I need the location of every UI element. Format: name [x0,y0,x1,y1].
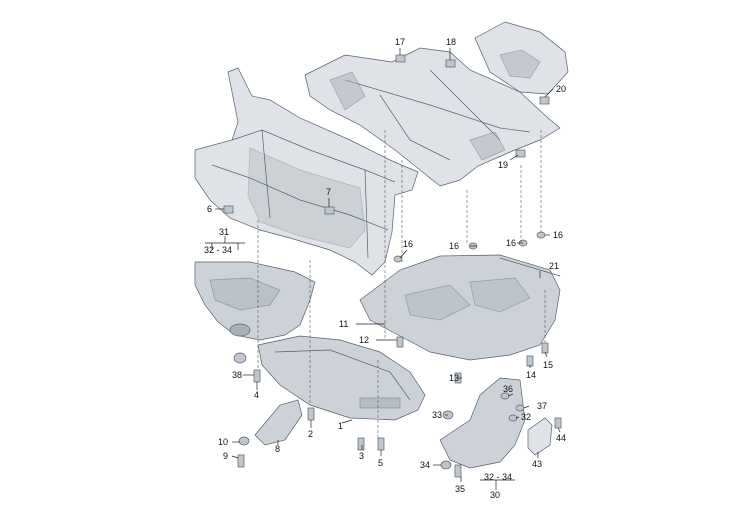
air-deflector-8 [254,399,303,446]
callout-16-d: 16 [553,230,563,240]
callout-30: 30 [490,490,500,500]
callout-3: 3 [359,451,364,461]
wheel-arch-liner-right [439,377,526,469]
callout-44: 44 [556,433,566,443]
clip-18 [445,59,456,68]
front-underbody-shield [257,335,426,421]
callout-6: 6 [207,204,212,214]
callout-1: 1 [338,421,343,431]
callout-32-34-left: 32 - 34 [204,245,232,255]
callout-4: 4 [254,390,259,400]
callout-labels: 17 18 20 19 6 7 31 32 - 34 16 16 16 16 2… [204,37,566,500]
subframe [304,47,561,187]
callout-15: 15 [543,360,553,370]
wheel-arch-liner-left [194,261,316,341]
front-support-frame [194,67,419,276]
callout-16-c: 16 [506,238,516,248]
callout-37: 37 [537,401,547,411]
callout-36: 36 [503,384,513,394]
clip-7 [324,206,335,215]
callout-21: 21 [549,261,559,271]
callout-13: 13 [449,373,459,383]
callout-16-b: 16 [449,241,459,251]
clip-20 [539,96,550,105]
clip-6 [223,205,234,214]
callout-8: 8 [275,444,280,454]
clip-19 [515,149,526,158]
callout-9: 9 [223,451,228,461]
rear-bracket [474,21,569,95]
callout-14: 14 [526,370,536,380]
fasteners [233,231,562,478]
callout-32: 32 [521,412,531,422]
callout-43: 43 [532,459,542,469]
callout-20: 20 [556,84,566,94]
callout-38: 38 [232,370,242,380]
clip-17 [395,54,406,63]
callout-10: 10 [218,437,228,447]
callout-35: 35 [455,484,465,494]
callout-18: 18 [446,37,456,47]
callout-34: 34 [420,460,430,470]
rear-underbody-panel [359,254,561,361]
callout-2: 2 [308,429,313,439]
callout-31: 31 [219,227,229,237]
callout-19: 19 [498,160,508,170]
callout-7: 7 [326,187,331,197]
alignment-lines [257,130,546,438]
callout-11: 11 [339,319,348,329]
callout-16-a: 16 [403,239,413,249]
bracket-43 [527,417,553,456]
callout-33: 33 [432,410,442,420]
leader-lines [205,48,561,490]
callout-5: 5 [378,458,383,468]
callout-12: 12 [359,335,369,345]
callout-17: 17 [395,37,405,47]
callout-32-34-right: 32 - 34 [484,472,512,482]
